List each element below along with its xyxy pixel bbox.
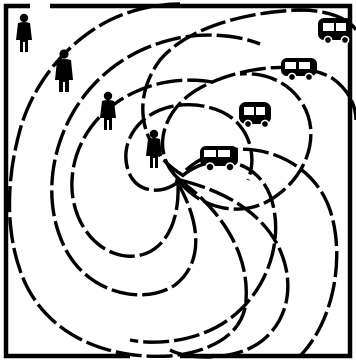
camper-van-icon — [318, 18, 352, 44]
spiral-arm-3 — [180, 74, 311, 209]
spiral-arm-1-right — [186, 149, 337, 356]
person-icon — [55, 49, 73, 92]
camper-van-icon — [281, 58, 317, 81]
person-icon — [16, 14, 32, 52]
vehicles-group — [200, 18, 352, 171]
camper-van-icon — [239, 102, 271, 128]
person-icon — [100, 92, 116, 130]
camper-van-icon — [200, 146, 238, 171]
